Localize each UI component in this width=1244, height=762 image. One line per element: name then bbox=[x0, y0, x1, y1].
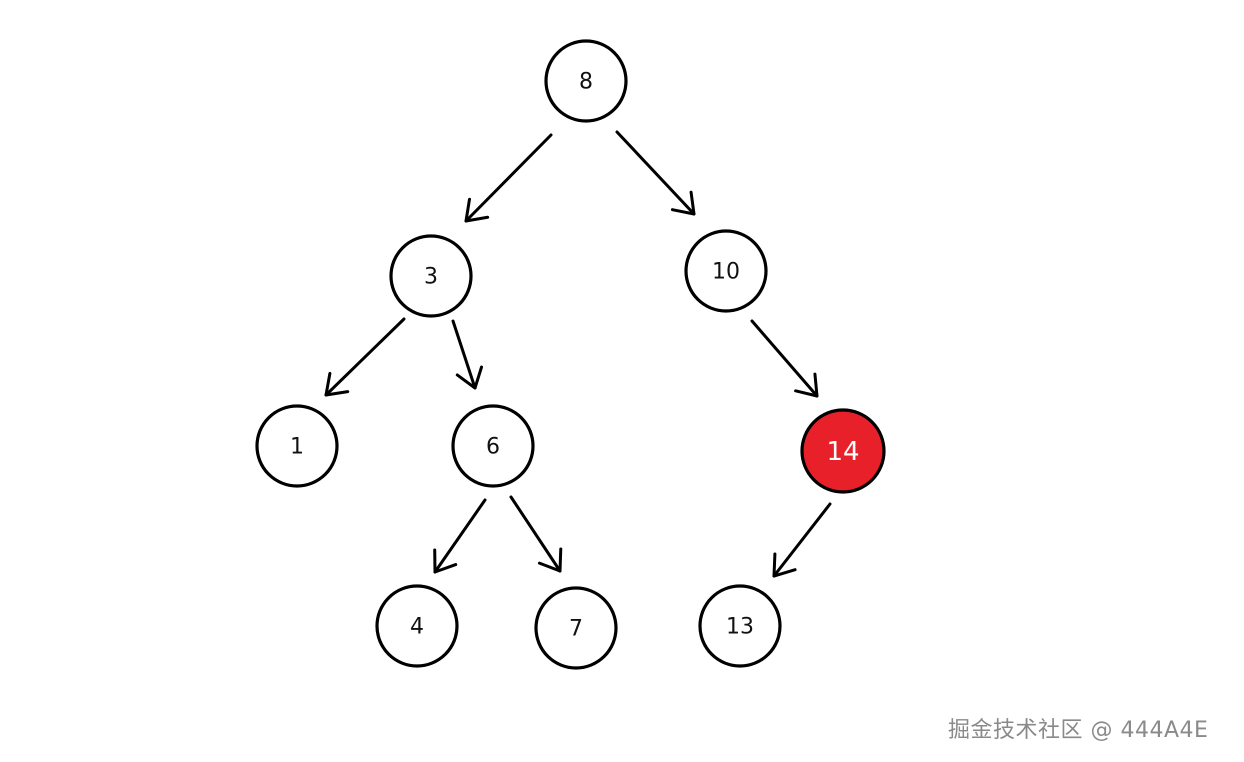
tree-node-n7: 7 bbox=[534, 586, 618, 670]
highlighted-node-circle bbox=[800, 408, 886, 494]
edge-n10-n14 bbox=[750, 319, 819, 398]
nodes-layer: 8 3 10 1 6 14 4 7 13 bbox=[255, 39, 886, 670]
node-label: 4 bbox=[410, 615, 424, 640]
tree-node-n6: 6 bbox=[451, 404, 535, 488]
node-label: 1 bbox=[290, 435, 304, 460]
node-circle bbox=[698, 584, 782, 668]
node-label: 14 bbox=[826, 437, 859, 467]
edge-n8-n10 bbox=[615, 130, 696, 216]
node-label: 3 bbox=[424, 265, 438, 290]
node-circle bbox=[534, 586, 618, 670]
node-circle bbox=[684, 229, 768, 313]
node-label: 7 bbox=[569, 617, 583, 642]
edge-n3-n6 bbox=[451, 319, 484, 390]
arrowhead-icon bbox=[324, 371, 350, 397]
watermark: 掘金技术社区 @ 444A4E bbox=[948, 718, 1209, 743]
arrowhead-icon bbox=[537, 547, 563, 573]
tree-node-n8: 8 bbox=[544, 39, 628, 123]
tree-node-n3: 3 bbox=[389, 234, 473, 318]
edges-layer bbox=[324, 130, 832, 578]
arrowhead-icon bbox=[772, 552, 797, 578]
arrowhead-icon bbox=[794, 372, 819, 398]
tree-node-n14: 14 bbox=[800, 408, 886, 494]
arrowhead-icon bbox=[455, 365, 484, 390]
node-circle bbox=[451, 404, 535, 488]
edge-n14-n13 bbox=[772, 502, 832, 578]
edge-line bbox=[772, 502, 832, 578]
edge-line bbox=[509, 495, 562, 573]
edge-n8-n3 bbox=[464, 133, 553, 223]
edge-line bbox=[464, 133, 553, 223]
arrowhead-icon bbox=[464, 197, 490, 223]
node-label: 13 bbox=[726, 615, 754, 640]
node-label: 6 bbox=[486, 435, 500, 460]
tree-node-n1: 1 bbox=[255, 404, 339, 488]
edge-line bbox=[433, 498, 487, 574]
tree-node-n13: 13 bbox=[698, 584, 782, 668]
node-circle bbox=[544, 39, 628, 123]
edge-n6-n7 bbox=[509, 495, 563, 573]
edge-line bbox=[451, 319, 477, 390]
edge-line bbox=[324, 317, 406, 397]
edge-line bbox=[615, 130, 696, 216]
tree-node-n4: 4 bbox=[375, 584, 459, 668]
arrowhead-icon bbox=[670, 190, 696, 216]
tree-node-n10: 10 bbox=[684, 229, 768, 313]
arrowhead-icon bbox=[433, 548, 458, 574]
node-circle bbox=[375, 584, 459, 668]
edge-line bbox=[750, 319, 819, 398]
edge-n6-n4 bbox=[433, 498, 487, 574]
node-label: 8 bbox=[579, 70, 593, 95]
node-circle bbox=[255, 404, 339, 488]
node-circle bbox=[389, 234, 473, 318]
node-label: 10 bbox=[712, 260, 740, 285]
edge-n3-n1 bbox=[324, 317, 406, 397]
